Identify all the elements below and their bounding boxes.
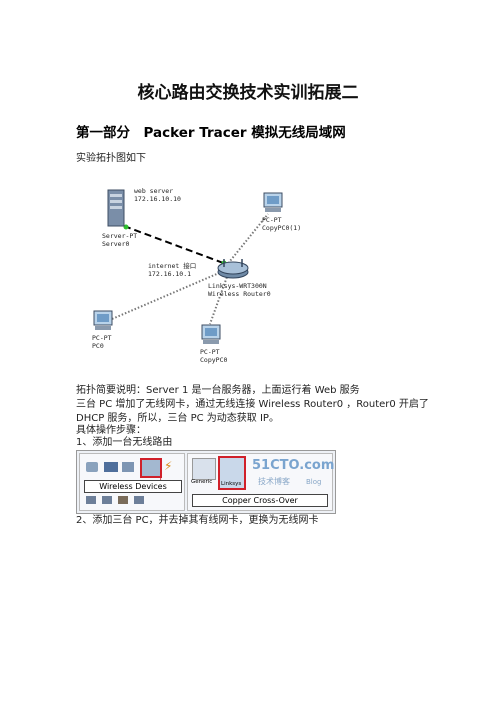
steps-heading: 具体操作步骤： <box>76 425 146 436</box>
server-icon <box>107 189 125 227</box>
desc-line-3: DHCP 服务，所以，三台 PC 为动态获取 IP。 <box>76 413 279 424</box>
connections-icon: ⚡ <box>164 459 173 473</box>
link-status-dot <box>123 224 129 230</box>
section-heading: 第一部分 Packer Tracer 模拟无线局域网 <box>76 125 346 141</box>
device-toolbar-screenshot: ⚡ 1 Wireless Devices Generic Linksys 51C… <box>76 450 336 514</box>
router-category-icon <box>86 462 98 472</box>
wireless-router-icon <box>217 259 249 279</box>
watermark-sub: 技术博客 <box>258 477 290 486</box>
blog-label: Blog <box>306 478 322 486</box>
intro-text: 实验拓扑图如下 <box>76 153 146 164</box>
wired-link <box>123 225 227 265</box>
linksys-router-icon[interactable]: Linksys <box>218 456 246 490</box>
wireless-devices-caption: Wireless Devices <box>84 480 182 493</box>
wan-emulation-icon <box>102 496 112 504</box>
copper-crossover-caption: Copper Cross-Over <box>192 494 328 507</box>
pc-icon <box>201 324 221 344</box>
generic-router-icon <box>192 458 216 480</box>
step-1: 1、添加一台无线路由 <box>76 437 173 448</box>
step-2: 2、添加三台 PC，并去掉其有线网卡，更换为无线网卡 <box>76 515 319 526</box>
custom-device-icon <box>118 496 128 504</box>
generic-label: Generic <box>191 479 213 485</box>
wireless-link-top <box>225 213 269 267</box>
pc-icon <box>263 192 283 212</box>
hub-category-icon <box>122 462 134 472</box>
wireless-devices-icon <box>140 458 162 478</box>
desc-line-2: 三台 PC 增加了无线网卡，通过无线连接 Wireless Router0 ，R… <box>76 399 429 410</box>
device-category-panel: ⚡ 1 Wireless Devices <box>79 453 185 511</box>
multiuser-icon <box>134 496 144 504</box>
device-model-panel: Generic Linksys 51CTO.com 技术博客 Blog Copp… <box>187 453 335 511</box>
desc-line-1: 拓扑简要说明：Server 1 是一台服务器，上面运行着 Web 服务 <box>76 385 360 396</box>
pc-icon <box>93 310 113 330</box>
switch-category-icon <box>104 462 118 472</box>
watermark: 51CTO.com <box>252 458 335 473</box>
linksys-label: Linksys <box>221 481 242 487</box>
end-device-icon <box>86 496 96 504</box>
page-title: 核心路由交换技术实训拓展二 <box>137 83 359 103</box>
